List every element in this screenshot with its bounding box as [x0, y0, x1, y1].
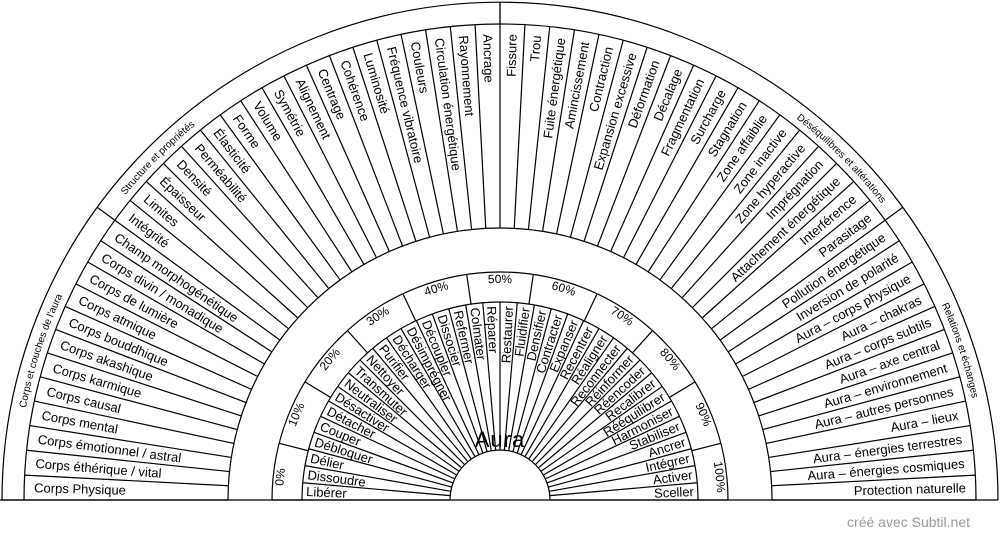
action-label: Sceller [654, 484, 695, 501]
percent-label: 50% [488, 272, 513, 286]
outer-label: Rayonnement [456, 35, 477, 117]
action-label: Fluidifier [511, 306, 532, 357]
center-label: Aura [475, 427, 525, 452]
action-label: Délier [309, 451, 346, 473]
outer-label: Trou [527, 35, 544, 62]
action-label: Libérer [306, 484, 348, 501]
action-label: Activer [652, 467, 694, 487]
outer-label: Ancrage [480, 34, 496, 83]
outer-label: Protection naturelle [854, 480, 966, 498]
action-label: Réparer [484, 306, 501, 354]
action-label: Colmater [467, 307, 489, 362]
credit-text: créé avec Subtil.net [847, 514, 970, 530]
outer-label: Fissure [504, 34, 520, 77]
percent-label: 100% [711, 460, 728, 493]
outer-label: Corps Physique [34, 480, 126, 497]
percent-label: 40% [422, 278, 450, 299]
action-label: Restaurer [498, 305, 516, 363]
outer-label: Aura – lieux [889, 408, 960, 435]
percent-label: 0% [272, 467, 288, 486]
percent-label: 60% [550, 278, 578, 298]
